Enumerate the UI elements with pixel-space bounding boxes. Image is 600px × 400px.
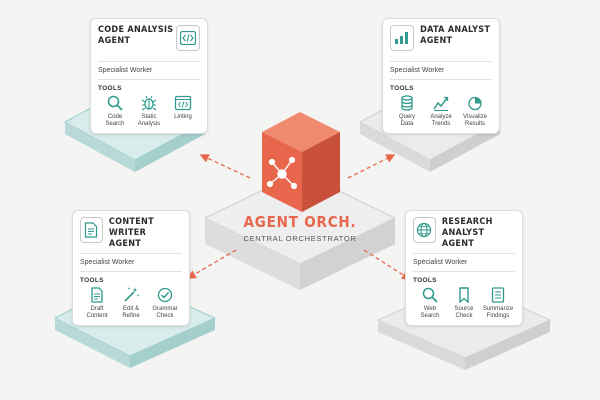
tool-draft-content[interactable]: Draft Content <box>80 286 114 320</box>
agent-card-research-analyst[interactable]: RESEARCH ANALYST AGENT Specialist Worker… <box>405 210 523 326</box>
agent-title: DATA ANALYST AGENT <box>420 25 491 46</box>
tool-label: Edit & Refine <box>122 306 140 319</box>
agent-title: CONTENT WRITER AGENT <box>108 217 154 249</box>
agent-subtitle: Specialist Worker <box>390 61 492 80</box>
connector-to-code <box>199 154 251 179</box>
connector-to-writer <box>186 249 237 279</box>
tool-label: Linting <box>174 114 192 120</box>
tool-grammar-check[interactable]: Grammar Check <box>148 286 182 320</box>
tool-source-check[interactable]: Source Check <box>447 286 481 320</box>
agent-subtitle: Specialist Worker <box>413 253 515 272</box>
tool-visualize-results[interactable]: Visualize Results <box>458 94 492 128</box>
tool-edit-refine[interactable]: Edit & Refine <box>114 286 148 320</box>
magic-wand-icon <box>124 287 140 302</box>
agent-card-code-analysis[interactable]: CODE ANALYSIS AGENT Specialist Worker TO… <box>90 18 208 134</box>
tool-code-search[interactable]: Code Search <box>98 94 132 128</box>
agent-title: CODE ANALYSIS AGENT <box>98 25 174 46</box>
tools-label: TOOLS <box>98 85 122 92</box>
network-hub-icon <box>266 156 298 190</box>
bug-icon <box>141 95 157 111</box>
agent-subtitle: Specialist Worker <box>98 61 200 80</box>
tool-query-data[interactable]: Query Data <box>390 94 424 128</box>
agent-title: RESEARCH ANALYST AGENT <box>441 217 493 249</box>
tool-static-analysis[interactable]: Static Analysis <box>132 94 166 128</box>
orchestrator-subtitle: CENTRAL ORCHESTRATOR <box>243 234 357 243</box>
tool-label: Query Data <box>398 114 416 127</box>
tool-label: Source Check <box>454 306 474 319</box>
search-icon <box>107 95 123 111</box>
trend-line-icon <box>433 96 449 111</box>
bookmark-icon <box>459 287 469 304</box>
orchestrator-title: AGENT ORCH. <box>243 213 357 231</box>
tool-label: Summarize Findings <box>482 306 514 319</box>
tool-linting[interactable]: Linting <box>166 94 200 128</box>
bar-chart-icon <box>390 25 415 51</box>
list-doc-icon <box>491 287 505 303</box>
tool-label: Analyze Trends <box>430 114 452 127</box>
connector-to-data <box>347 154 396 179</box>
code-window-icon <box>174 95 192 111</box>
draft-icon <box>91 287 103 303</box>
database-icon <box>401 95 413 111</box>
search-icon <box>422 287 438 303</box>
tools-label: TOOLS <box>80 277 104 284</box>
tools-label: TOOLS <box>413 277 437 284</box>
tool-label: Visualize Results <box>463 114 487 127</box>
agent-card-content-writer[interactable]: CONTENT WRITER AGENT Specialist Worker T… <box>72 210 190 326</box>
agent-subtitle: Specialist Worker <box>80 253 182 272</box>
pie-chart-icon <box>468 96 482 111</box>
platform-orchestrator <box>203 171 397 290</box>
tool-label: Static Analysis <box>137 114 161 127</box>
tools-label: TOOLS <box>390 85 414 92</box>
connector-to-research <box>363 249 412 280</box>
tool-label: Draft Content <box>86 306 108 319</box>
tool-analyze-trends[interactable]: Analyze Trends <box>424 94 458 128</box>
tool-web-search[interactable]: Web Search <box>413 286 447 320</box>
tool-label: Code Search <box>105 114 125 127</box>
tool-label: Grammar Check <box>152 306 178 319</box>
document-icon <box>80 217 103 243</box>
globe-icon <box>413 217 436 243</box>
agent-card-data-analyst[interactable]: DATA ANALYST AGENT Specialist Worker TOO… <box>382 18 500 134</box>
tool-summarize-findings[interactable]: Summarize Findings <box>481 286 515 320</box>
spell-check-icon <box>157 287 173 303</box>
code-icon <box>175 25 200 51</box>
tool-label: Web Search <box>420 306 440 319</box>
